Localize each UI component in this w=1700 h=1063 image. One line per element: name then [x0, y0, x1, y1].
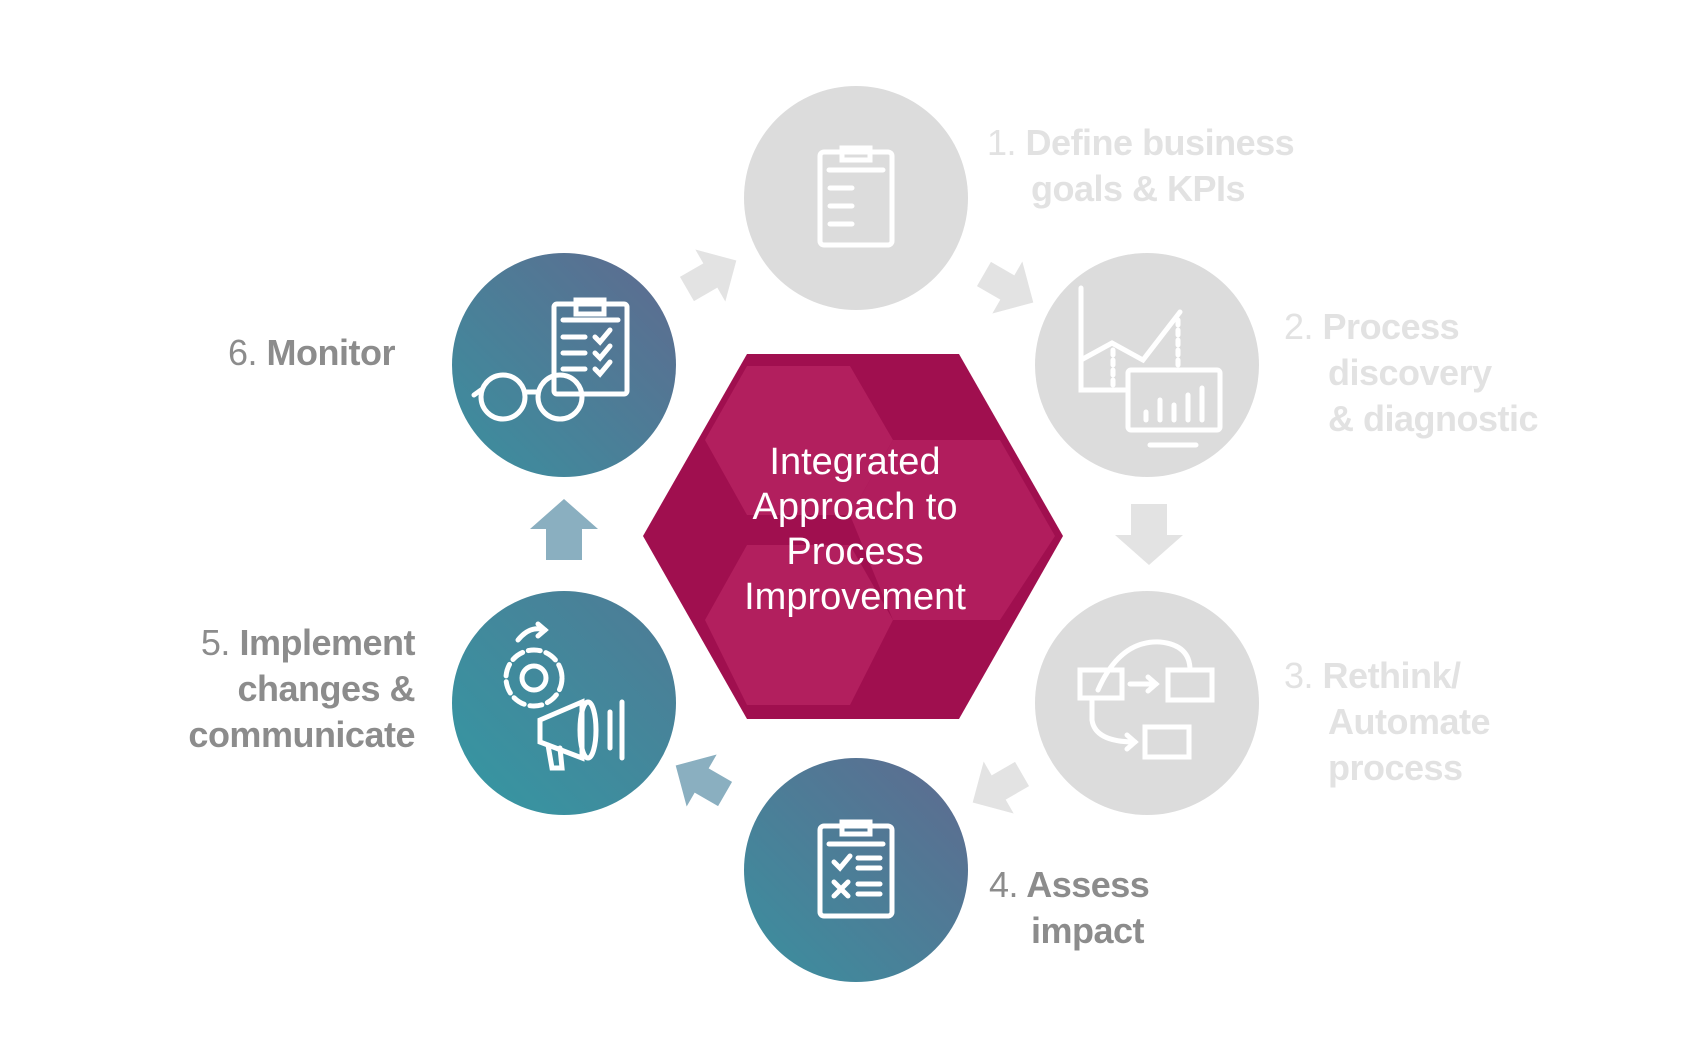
step-number: 6.	[227, 332, 258, 373]
center-title: Integrated Approach to Process Improveme…	[700, 440, 1010, 620]
step-label-line: Automate	[1328, 701, 1491, 742]
step-number: 4.	[989, 864, 1019, 905]
step-6-circle	[452, 253, 676, 477]
step-6-label: 6. Monitor	[227, 330, 396, 376]
step-label-line: goals & KPIs	[1031, 168, 1246, 209]
step-label-line: changes &	[237, 668, 415, 709]
arrow-3-to-4	[972, 761, 1030, 814]
gear-megaphone-icon	[503, 621, 625, 771]
center-hexagon	[643, 354, 1063, 719]
arrow-6-to-1	[679, 249, 737, 302]
arrow-5-to-6	[530, 499, 598, 560]
arrow-1-to-2	[976, 261, 1034, 314]
step-label-line: & diagnostic	[1328, 398, 1539, 439]
step-number: 5.	[200, 622, 231, 663]
step-label-line: discovery	[1328, 352, 1492, 393]
step-label-line: Process	[1322, 306, 1460, 347]
step-number: 2.	[1284, 306, 1314, 347]
step-number: 1.	[987, 122, 1017, 163]
clipboard-list-icon	[817, 145, 895, 248]
step-label-line: Define business	[1025, 122, 1295, 163]
step-2-label: 2. Process discovery & diagnostic	[1284, 304, 1539, 442]
arrow-4-to-5	[675, 754, 733, 807]
center-title-line: Improvement	[744, 576, 966, 618]
step-label-line: Implement	[239, 622, 415, 663]
workflow-icon	[1077, 639, 1215, 760]
step-2-circle	[1035, 253, 1259, 477]
checklist-check-x-icon	[817, 819, 895, 919]
step-4-label: 4. Assess impact	[989, 862, 1150, 954]
step-3-circle	[1035, 591, 1259, 815]
step-label-line: process	[1328, 747, 1463, 788]
step-label-line: impact	[1031, 910, 1145, 951]
step-1-circle	[744, 86, 968, 310]
center-title-line: Approach to	[752, 486, 958, 528]
chart-monitor-icon	[1078, 285, 1223, 448]
step-label-line: communicate	[188, 714, 415, 755]
step-5-label: 5. Implement changes & communicate	[188, 620, 415, 758]
step-label-line: Rethink/	[1322, 655, 1462, 696]
step-3-label: 3. Rethink/ Automate process	[1284, 653, 1491, 791]
step-label-line: Monitor	[266, 332, 396, 373]
step-1-label: 1. Define business goals & KPIs	[987, 120, 1295, 212]
center-title-line: Process	[786, 531, 924, 573]
glasses-checklist-icon	[471, 297, 630, 422]
center-title-line: Integrated	[769, 441, 941, 483]
step-number: 3.	[1284, 655, 1314, 696]
step-5-circle	[452, 591, 676, 815]
step-4-circle	[744, 758, 968, 982]
arrow-2-to-3	[1115, 504, 1183, 565]
step-label-line: Assess	[1026, 864, 1150, 905]
